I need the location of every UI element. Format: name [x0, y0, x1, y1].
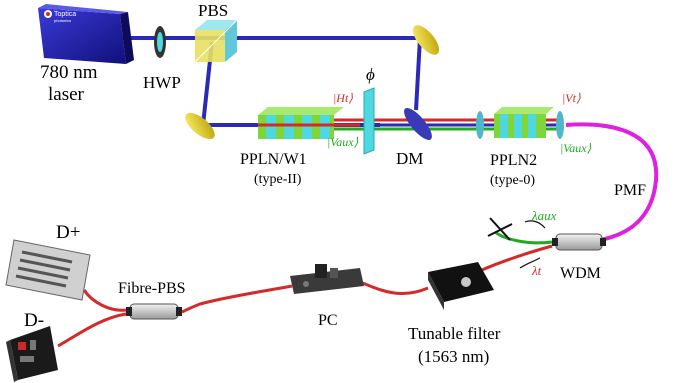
- laser-brand: Toptica: [54, 11, 76, 18]
- ppln2-type-label: (type-0): [490, 173, 535, 188]
- pmf-label: PMF: [614, 182, 646, 199]
- tunable-label-line1: Tunable filter: [408, 324, 501, 343]
- lens-left: [476, 111, 484, 139]
- lambda-t-label: λt: [531, 263, 542, 278]
- ppln-w1-label: PPLN/W1: [240, 151, 307, 168]
- ppln2-label: PPLN2: [490, 152, 537, 169]
- ket-v-label: |Vt⟩: [562, 91, 581, 105]
- pbs-label: PBS: [198, 1, 228, 20]
- laser-source: Toptica photonics: [38, 4, 134, 64]
- tunable-filter: [428, 262, 494, 310]
- pmf-fibre: [565, 122, 659, 242]
- lens-right: [556, 111, 564, 139]
- ket-vaux-left-label: |Vaux⟩: [327, 135, 359, 149]
- ket-h-label: |Ht⟩: [333, 91, 353, 105]
- pump-beam: [120, 36, 560, 127]
- detector-plus: [5, 239, 91, 301]
- hwp-label: HWP: [143, 73, 181, 92]
- mirror-bottom-left: [185, 112, 215, 140]
- phi-label: ϕ: [366, 65, 375, 84]
- fibre-pc-to-pbs: [181, 284, 293, 314]
- ket-vaux-right-label: |Vaux⟩: [560, 141, 592, 155]
- detector-minus: [6, 326, 58, 382]
- fibre-to-dminus: [57, 312, 127, 348]
- signal-arrow: [519, 257, 541, 269]
- hwp-optic: [154, 26, 166, 58]
- ppln-w1-type-label: (type-II): [254, 172, 302, 187]
- mirror-top-right: [412, 25, 440, 55]
- laser-label-line1: 780 nm: [40, 62, 98, 83]
- wdm-coupler: [552, 233, 606, 251]
- aux-block-cross: [487, 217, 513, 241]
- fibre-to-dplus: [82, 289, 127, 312]
- fibre-filter-to-pc: [359, 280, 429, 296]
- tunable-label-line2: (1563 nm): [418, 347, 489, 366]
- fibre-pbs-label: Fibre-PBS: [118, 280, 186, 297]
- aux-fibre: [494, 230, 553, 245]
- ppln-w1-crystal: [258, 107, 344, 139]
- dm-label: DM: [396, 149, 423, 168]
- dichroic-mirror: [404, 108, 432, 140]
- wdm-label: WDM: [560, 265, 601, 282]
- dplus-label: D+: [56, 222, 80, 243]
- phase-plate: [363, 87, 375, 155]
- aux-arrow: [524, 220, 546, 229]
- fibre-wdm-to-filter: [481, 244, 553, 272]
- pbs-cube: [194, 19, 238, 63]
- dminus-label: D-: [24, 310, 44, 331]
- laser-label-line2: laser: [48, 84, 85, 105]
- fibre-pbs: [126, 303, 182, 320]
- polarization-controller: [290, 264, 364, 294]
- laser-logo: Toptica photonics: [44, 10, 76, 23]
- ppln2-crystal: [494, 107, 554, 138]
- lambda-aux-label: λaux: [531, 208, 557, 223]
- laser-brand-sub: photonics: [54, 18, 71, 23]
- pc-label: PC: [318, 312, 338, 329]
